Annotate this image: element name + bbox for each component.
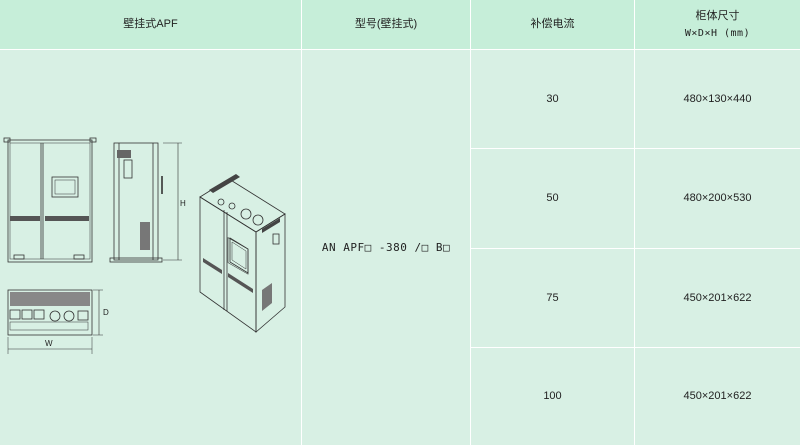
current-cell-4: 100 — [471, 348, 634, 445]
dim-label-h: H — [180, 199, 186, 208]
size-cell-1: 480×130×440 — [635, 50, 800, 148]
dim-label-d: D — [103, 308, 109, 317]
header-current: 补偿电流 — [471, 0, 634, 49]
size-value: 480×130×440 — [683, 92, 752, 105]
isometric-view — [199, 174, 286, 333]
size-cell-4: 450×201×622 — [635, 348, 800, 445]
size-cell-2: 480×200×530 — [635, 149, 800, 248]
header-product: 壁挂式APF — [0, 0, 301, 49]
header-model-label: 型号(壁挂式) — [354, 18, 418, 30]
current-cell-1: 30 — [471, 50, 634, 148]
size-value: 450×201×622 — [683, 390, 752, 402]
cabinet-drawing: H D W — [3, 137, 286, 354]
bottom-view — [7, 289, 103, 354]
header-size-units: W×D×H (mm) — [684, 27, 751, 39]
size-cell-3: 450×201×622 — [635, 249, 800, 347]
header-size-label: 柜体尺寸 — [695, 9, 740, 22]
size-value: 450×201×622 — [683, 291, 752, 304]
header-current-label: 补偿电流 — [530, 18, 575, 30]
current-value: 30 — [546, 92, 559, 105]
side-view — [109, 142, 182, 263]
header-size: 柜体尺寸 W×D×H (mm) — [635, 0, 800, 49]
dim-label-w: W — [45, 339, 53, 348]
header-model: 型号(壁挂式) — [302, 0, 470, 49]
current-value: 100 — [543, 390, 562, 402]
current-value: 50 — [546, 192, 559, 204]
header-product-label: 壁挂式APF — [123, 18, 178, 30]
model-value: AN APF□ -380 /□ B□ — [321, 241, 451, 254]
product-drawing-cell — [0, 50, 301, 445]
front-view — [3, 137, 97, 263]
current-value: 75 — [546, 291, 559, 304]
model-cell: AN APF□ -380 /□ B□ — [302, 50, 470, 445]
current-cell-3: 75 — [471, 249, 634, 347]
current-cell-2: 50 — [471, 149, 634, 248]
size-value: 480×200×530 — [683, 192, 752, 204]
